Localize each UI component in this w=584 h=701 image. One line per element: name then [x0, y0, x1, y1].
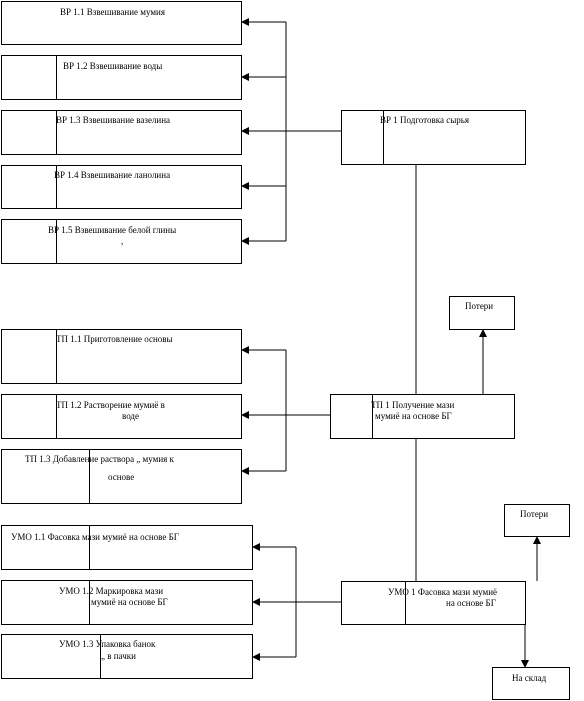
node-vr14-divider: [56, 166, 57, 208]
node-tp13: ТП 1.3 Добавление раствора „ мумия к осн…: [1, 449, 242, 504]
node-vr12-divider: [56, 56, 57, 99]
node-vr11: ВР 1.1 Взвешивание мумия: [1, 1, 242, 45]
node-umo1-divider: [405, 582, 406, 624]
node-tp1-label: ТП 1 Получение мази: [371, 400, 455, 410]
node-umo12-label-2: мумиё на основе БГ: [91, 597, 168, 607]
node-umo11: УМО 1.1 Фасовка мази мумиё на основе БГ: [1, 525, 253, 570]
node-vr13: ВР 1.3 Взвешивание вазелина: [1, 110, 242, 155]
node-vr14-label: ВР 1.4 Взвешивание ланолина: [54, 170, 171, 180]
node-vr15-label: ВР 1.5 Взвешивание белой глины: [48, 225, 177, 235]
node-tp1-divider: [372, 395, 373, 438]
node-umo1-label-2: на основе БГ: [446, 598, 496, 608]
node-umo12: УМО 1.2 Маркировка мази мумиё на основе …: [1, 580, 253, 625]
node-umo12-divider: [89, 581, 90, 624]
node-umo12-label: УМО 1.2 Маркировка мази: [59, 586, 164, 596]
node-poteri2-label: Потери: [520, 509, 549, 519]
node-sklad: На склад: [492, 667, 570, 700]
node-vr13-label: ВР 1.3 Взвешивание вазелина: [56, 115, 171, 125]
node-poteri1: Потери: [449, 296, 515, 330]
node-vr12: ВР 1.2 Взвешивание воды: [1, 55, 242, 100]
node-poteri2: Потери: [504, 504, 570, 537]
node-sklad-label: На склад: [512, 673, 547, 683]
node-vr15-label-2: ,: [121, 236, 124, 246]
node-tp12-label-2: воде: [122, 411, 140, 421]
node-vr13-divider: [56, 111, 57, 154]
node-poteri1-label: Потери: [465, 301, 494, 311]
node-vr15: ВР 1.5 Взвешивание белой глины ,: [1, 219, 242, 264]
node-tp12-label: ТП 1.2 Растворение мумиё в: [56, 400, 165, 410]
node-vr1: ВР 1 Подготовка сырья: [341, 110, 526, 165]
node-vr11-label: ВР 1.1 Взвешивание мумия: [60, 7, 165, 17]
node-vr14: ВР 1.4 Взвешивание ланолина: [1, 165, 242, 209]
node-tp11-divider: [56, 330, 57, 383]
node-umo13-divider: [100, 635, 101, 678]
node-umo1: УМО 1 Фасовка мази мумиё на основе БГ: [341, 581, 526, 625]
node-vr1-label: ВР 1 Подготовка сырья: [380, 115, 470, 125]
node-umo13-label-2: „ в пачки: [101, 651, 136, 661]
node-tp11-label: ТП 1.1 Приготовление основы: [56, 334, 173, 344]
node-tp11: ТП 1.1 Приготовление основы: [1, 329, 242, 384]
node-vr1-divider: [383, 111, 384, 164]
node-vr15-divider: [56, 220, 57, 263]
node-tp1: ТП 1 Получение мази мумиё на основе БГ: [330, 394, 515, 439]
node-umo11-divider: [89, 526, 90, 569]
node-vr12-label: ВР 1.2 Взвешивание воды: [63, 61, 163, 71]
node-umo1-label: УМО 1 Фасовка мази мумиё: [388, 587, 498, 597]
node-umo13: УМО 1.3 Упаковка банок „ в пачки: [1, 634, 253, 679]
node-umo13-label: УМО 1.3 Упаковка банок: [59, 639, 156, 649]
node-tp13-divider: [89, 450, 90, 503]
node-tp12: ТП 1.2 Растворение мумиё в воде: [1, 394, 242, 439]
node-tp13-label: ТП 1.3 Добавление раствора „ мумия к: [25, 454, 174, 464]
node-tp1-label-2: мумиё на основе БГ: [375, 411, 452, 421]
node-tp12-divider: [56, 395, 57, 438]
node-tp13-label-2: основе: [108, 472, 135, 482]
node-umo11-label: УМО 1.1 Фасовка мази мумиё на основе БГ: [11, 532, 179, 542]
